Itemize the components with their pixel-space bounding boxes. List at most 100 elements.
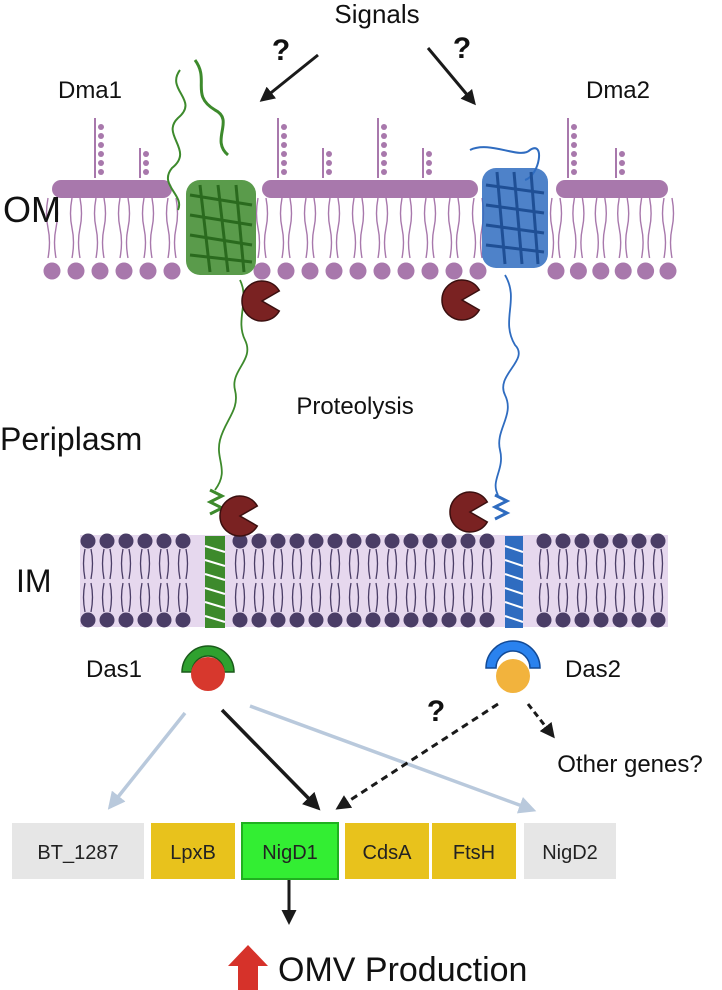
im-lipid-tail [348,548,360,613]
om-lipid-tail [661,197,675,259]
lps-sugar [281,142,287,148]
arrow-das1-nigd2 [249,704,537,814]
lps-sugar [281,160,287,166]
protease-im-right [449,491,489,533]
im-lipid-head [289,533,305,549]
im-lipid-tail [158,548,170,613]
im-lipid-tail [272,548,284,613]
das1-sensor [181,645,235,691]
im-lipid-tail [234,548,246,613]
lps-sugar [619,169,625,175]
im-lipid-tail [614,548,626,613]
im-lipid-head [327,612,343,628]
inner-membrane [80,533,668,628]
lps-sugar [281,169,287,175]
lps-sugar [571,142,577,148]
lps-sugar [426,160,432,166]
om-lipid-head [67,262,85,280]
im-lipid-tail [177,548,189,613]
lps-sugar [571,169,577,175]
im-lipid-tail [82,548,94,613]
im-lipid-tail [462,548,474,613]
im-lipid-head [593,612,609,628]
im-lipid-tail [576,548,588,613]
lps-sugar [98,142,104,148]
omv-production-label: OMV Production [278,951,527,989]
om-lipid-tail [423,197,437,259]
lps-sugar [381,133,387,139]
signals-label: Signals [334,0,419,29]
om-lipid-tail [572,197,585,259]
im-lipid-head [384,612,400,628]
lps-sugar [281,151,287,157]
om-lipid-tail [549,197,563,259]
im-lipid-head [536,612,552,628]
im-lipid-head [460,612,476,628]
om-lipid-head [91,262,109,280]
im-lipid-head [536,533,552,549]
lps-sugar [426,169,432,175]
gene-box [432,823,516,879]
im-lipid-head [118,612,134,628]
lps-sugar [143,151,149,157]
im-lipid-tail [367,548,379,613]
im-lipid-head [137,533,153,549]
im-lipid-head [650,612,666,628]
gene-label: NigD2 [542,842,598,864]
dma1-protein [166,59,256,628]
im-band [80,535,668,627]
dma2-protein [469,146,548,628]
protease-im-left [219,495,259,537]
arrow-das1-nigd1 [220,708,321,811]
om-lipid-head [163,262,181,280]
lps-sugar [619,151,625,157]
om-lipid-head [421,262,439,280]
om-lipid-tail [141,197,155,259]
gene-ftsh: FtsH [432,823,516,879]
lps-sugar [381,142,387,148]
im-lipid-head [650,533,666,549]
gene-box [241,822,339,880]
om-lipid-head [592,262,610,280]
om-lipid-tail [375,197,389,259]
lps-sugar [381,169,387,175]
im-lipid-head [441,533,457,549]
gene-label: CdsA [363,842,413,864]
lps-sugar [381,124,387,130]
im-lipid-head [175,533,191,549]
lps-sugar [326,169,332,175]
das2-sensor [485,640,541,693]
im-lipid-head [251,533,267,549]
gene-box [12,823,144,879]
lps-sugar [143,160,149,166]
im-lipid-head [308,533,324,549]
lps-sugar [281,133,287,139]
lps-sugar [98,124,104,130]
im-lipid-tail [120,548,132,613]
om-lipid-tail [447,197,461,259]
im-lipid-head [346,533,362,549]
om-lipid-tail [255,197,269,259]
om-lipid-head [43,262,61,280]
im-lipid-head [175,612,191,628]
om-lipid-tail [639,197,652,259]
im-lipid-head [555,612,571,628]
question-mark-left: ? [272,34,290,67]
im-lipid-head [422,533,438,549]
im-lipid-head [80,612,96,628]
om-lipid-tail [93,197,107,259]
arrow-das2-other [526,703,555,739]
im-lipid-tail [481,548,493,613]
im-lipid-tail [538,548,550,613]
gene-nigd2: NigD2 [524,823,616,879]
im-lipid-tail [557,548,569,613]
gene-label: NigD1 [262,842,318,864]
dma2-label: Dma2 [586,77,650,104]
proteolysis-label: Proteolysis [296,393,413,420]
om-lipid-head [139,262,157,280]
om-lipid-tail [351,197,365,259]
om-lipid-head [115,262,133,280]
lps-sugar [98,160,104,166]
im-lipid-head [99,533,115,549]
